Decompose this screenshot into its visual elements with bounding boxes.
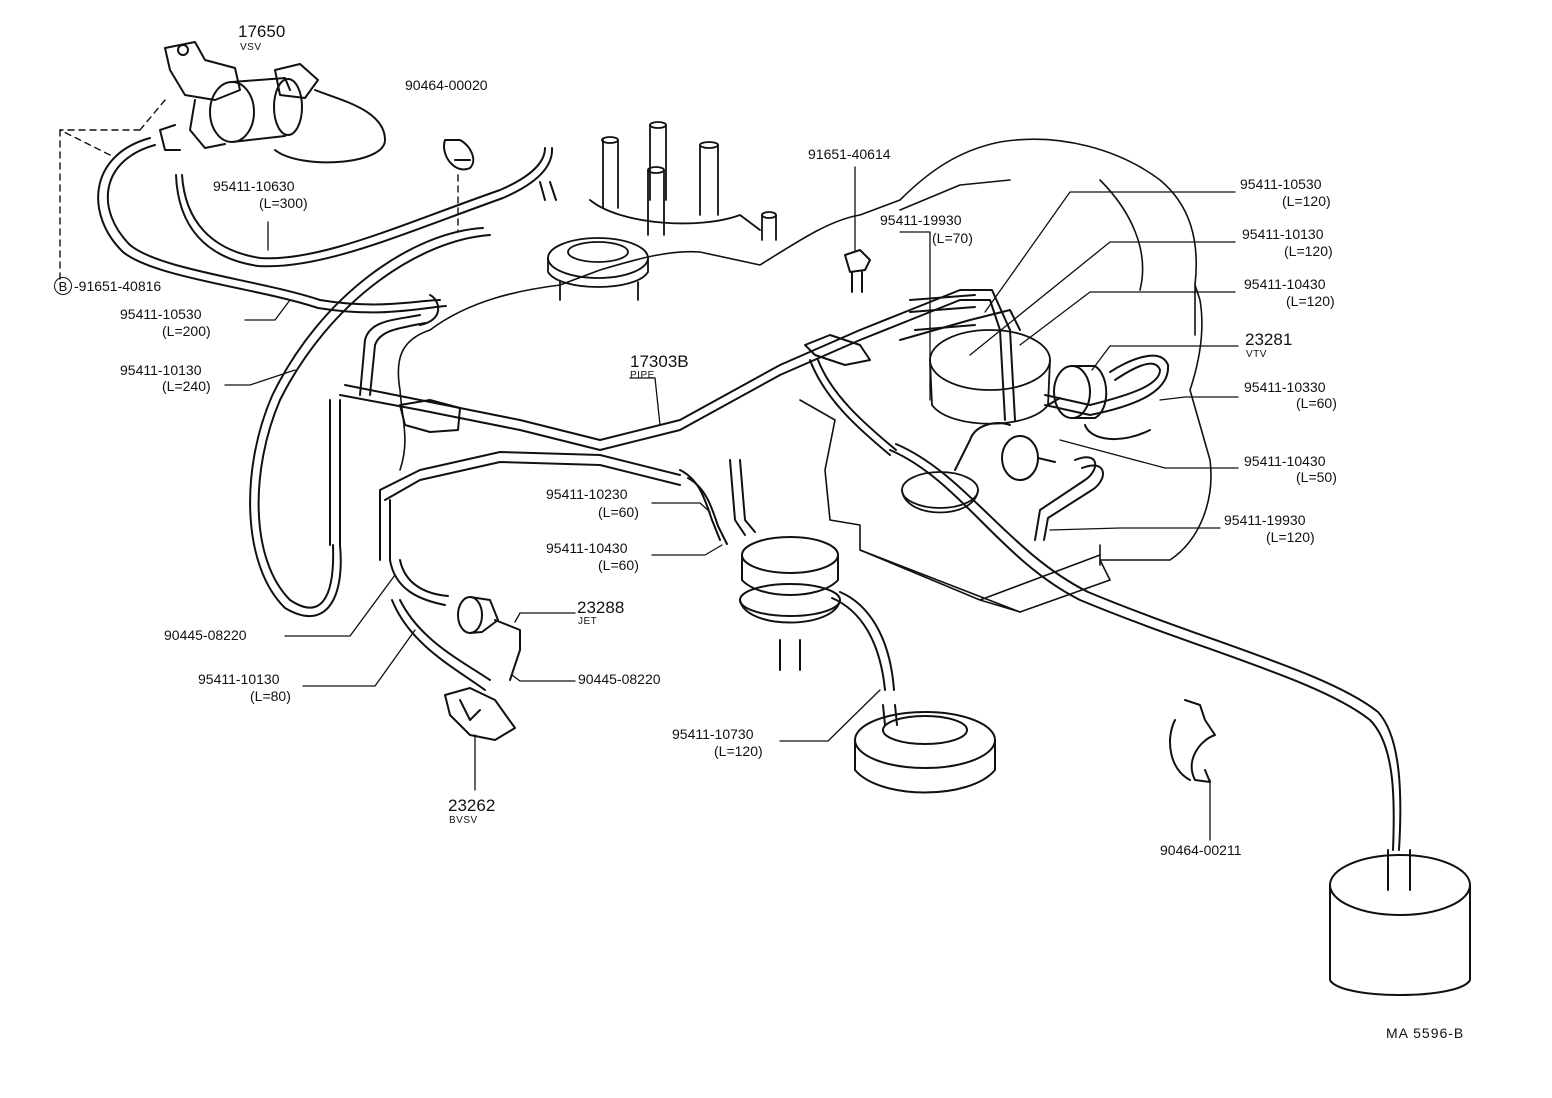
part-90445-08220-a: 90445-08220 [164,627,247,643]
part-95411-10430-c-spec: (L=60) [598,557,639,573]
part-91651-40614: 91651-40614 [808,146,891,162]
part-95411-10130-b: 95411-10130 [1242,226,1324,242]
bvsv-number: 23262 [448,796,496,815]
part-95411-10230-spec: (L=60) [598,504,639,520]
leader-lines [224,166,1239,841]
part-95411-19930-b: 95411-19930 [1224,512,1306,528]
part-95411-10730-spec: (L=120) [714,743,763,759]
part-95411-10630: 95411-10630 [213,178,295,194]
pipe-name: PIPE [630,370,655,381]
part-95411-19930-b-spec: (L=120) [1266,529,1315,545]
part-95411-10730: 95411-10730 [672,726,754,742]
part-91651-40816-number: -91651-40816 [74,278,162,294]
part-95411-10430-b-spec: (L=50) [1296,469,1337,485]
part-95411-10130-b-spec: (L=120) [1284,243,1333,259]
part-95411-10430-c: 95411-10430 [546,540,628,556]
part-95411-19930-a-spec: (L=70) [932,230,973,246]
vsv-name: VSV [240,42,262,53]
part-95411-10330-spec: (L=60) [1296,395,1337,411]
throttle-body [901,329,1051,514]
vtv-name: VTV [1246,349,1267,360]
part-95411-10530-a: 95411-10530 [120,306,202,322]
part-95411-10130-c: 95411-10130 [198,671,280,687]
part-95411-10130-c-spec: (L=80) [250,688,291,704]
vsv-assembly [59,41,386,286]
jet-number: 23288 [577,598,625,617]
hose-network [97,137,1471,996]
vtv-number: 23281 [1245,330,1293,349]
part-95411-10430-a-spec: (L=120) [1286,293,1335,309]
part-95411-19930-a: 95411-19930 [880,212,962,228]
part-90464-00211: 90464-00211 [1160,842,1242,858]
part-95411-10430-a: 95411-10430 [1244,276,1326,292]
vsv-number: 17650 [238,22,286,41]
part-90445-08220-b: 90445-08220 [578,671,661,687]
pipe-number: 17303B [630,352,689,371]
part-91651-40816: B-91651-40816 [54,277,161,295]
part-95411-10430-b: 95411-10430 [1244,453,1326,469]
part-95411-10630-spec: (L=300) [259,195,308,211]
part-95411-10130-a-spec: (L=240) [162,378,211,394]
bvsv-name: BVSV [449,815,478,826]
distributor [589,121,777,241]
engine-block [397,138,1212,613]
diagram-code: MA 5596-B [1386,1025,1465,1041]
jet-name: JET [578,616,598,627]
part-95411-10130-a: 95411-10130 [120,362,202,378]
part-95411-10330: 95411-10330 [1244,379,1326,395]
part-95411-10530-b-spec: (L=120) [1282,193,1331,209]
part-95411-10230: 95411-10230 [546,486,628,502]
part-95411-10530-a-spec: (L=200) [162,323,211,339]
oil-filler-cap [547,237,649,301]
part-95411-10530-b: 95411-10530 [1240,176,1322,192]
part-90464-00020: 90464-00020 [405,77,488,93]
circle-b-marker: B [54,277,72,295]
